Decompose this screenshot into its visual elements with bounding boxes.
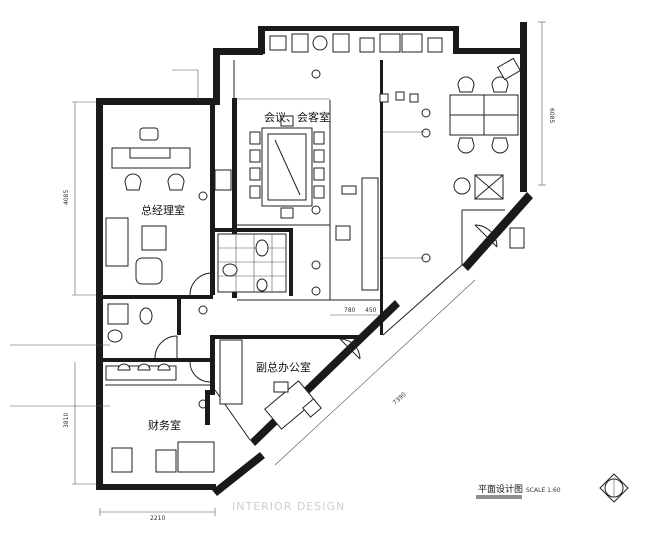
dimension-780: 780 <box>344 307 356 314</box>
room-label-finance: 财务室 <box>148 418 181 432</box>
room-label-deputy-office: 副总办公室 <box>256 360 311 374</box>
interior-walls <box>103 60 383 425</box>
fixture-markers <box>198 69 431 409</box>
drawing-scale: SCALE 1:60 <box>526 487 561 494</box>
room-label-gm-office: 总经理室 <box>141 203 185 217</box>
finance-furniture <box>105 303 215 473</box>
north-arrow-icon <box>599 473 629 503</box>
toilet-block <box>107 233 287 343</box>
dimension-gm-height: 4085 <box>63 190 70 205</box>
reception-counter <box>335 177 379 291</box>
dimension-lines <box>72 21 546 516</box>
dimension-450: 450 <box>365 307 377 314</box>
room-label-meeting: 会议、会客室 <box>264 110 330 124</box>
gm-office-furniture <box>105 127 232 285</box>
dimension-finance-height: 3810 <box>63 413 70 428</box>
leader-lines <box>10 69 425 407</box>
dimension-right-height: 6085 <box>548 108 555 123</box>
balcony-furniture <box>269 33 443 53</box>
drawing-title: 平面设计图 <box>478 483 523 495</box>
dimension-finance-width: 2210 <box>150 515 165 522</box>
meeting-table <box>249 115 325 219</box>
watermark: INTERIOR DESIGN <box>232 500 345 513</box>
deputy-office-furniture <box>219 339 322 430</box>
dimension-diagonal: 7390 <box>392 391 408 407</box>
doors <box>154 224 498 383</box>
open-office-workstations <box>379 57 525 249</box>
